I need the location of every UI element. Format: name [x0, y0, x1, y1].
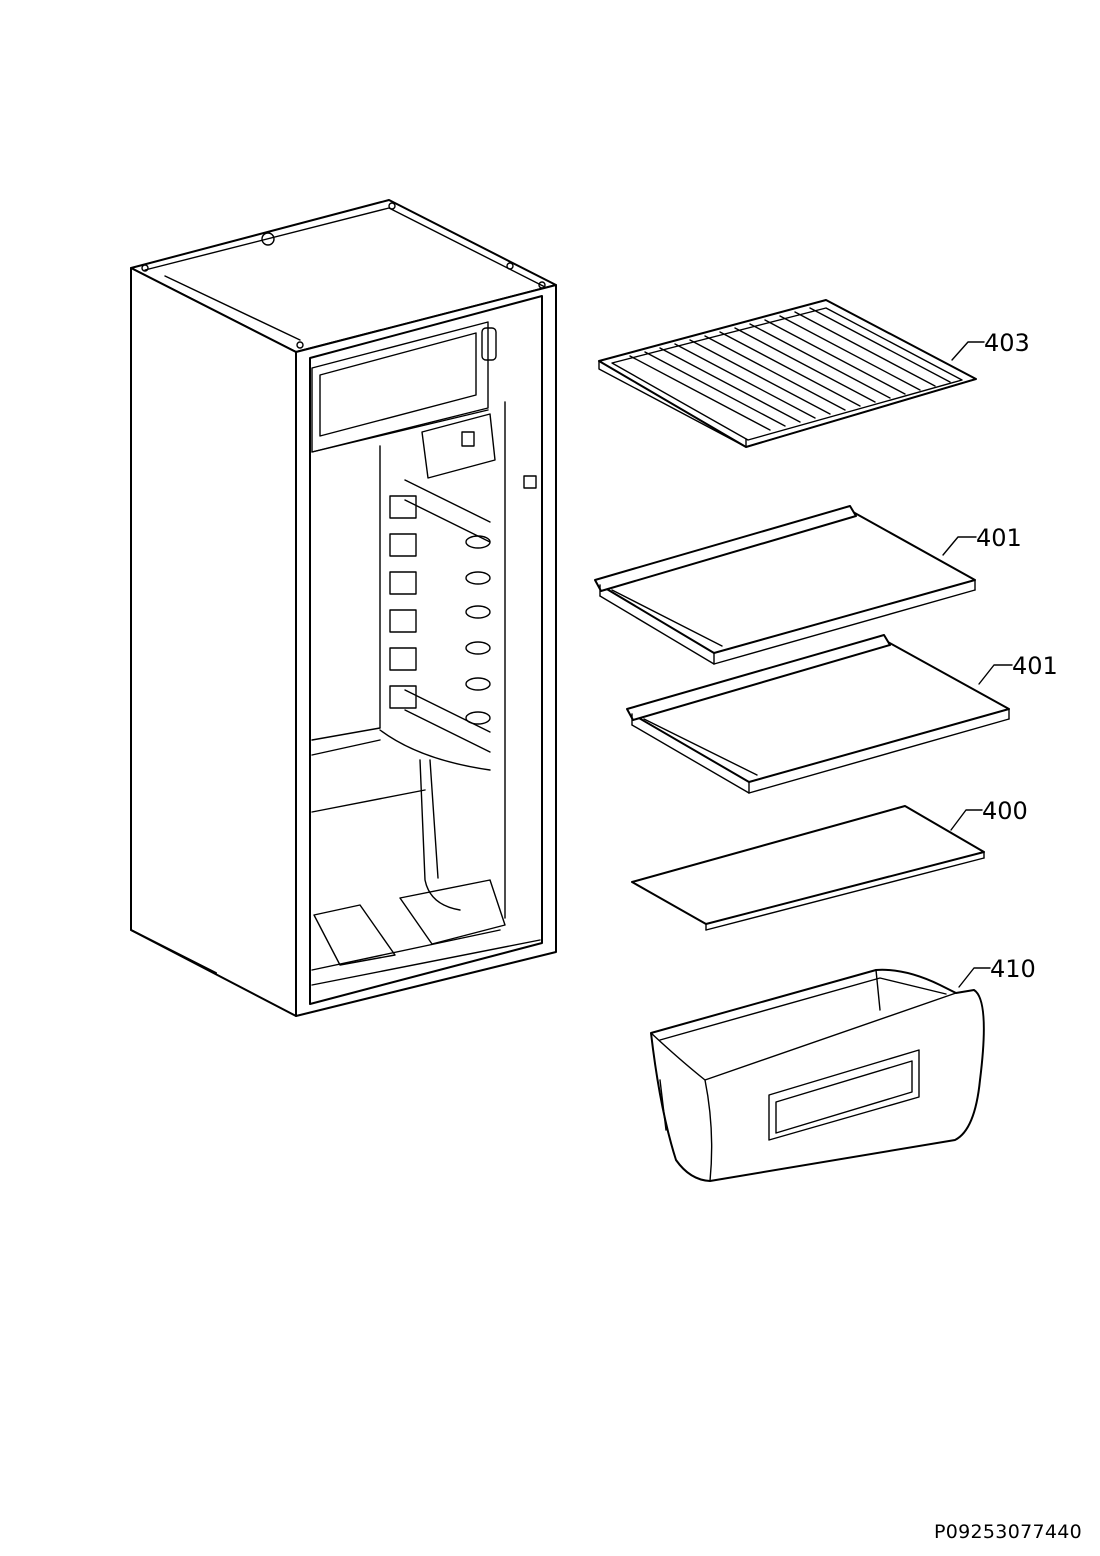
- glass-shelf-lower: [626, 634, 1010, 794]
- callout-403: 403: [951, 329, 1030, 361]
- callout-label: 401: [976, 524, 1022, 552]
- callout-label: 403: [984, 329, 1030, 357]
- wire-shelf-rods: [629, 307, 951, 431]
- callout-label: 410: [990, 955, 1036, 983]
- callout-400: 400: [950, 797, 1028, 831]
- callout-401-upper: 401: [942, 524, 1022, 556]
- wire-shelf: [598, 299, 977, 448]
- crisper-drawer: [650, 968, 985, 1182]
- document-code: P09253077440: [934, 1521, 1083, 1543]
- rear-wall-support-lugs: [465, 535, 491, 725]
- glass-shelf-upper: [594, 505, 976, 665]
- crisper-cover: [631, 805, 985, 931]
- callout-label: 401: [1012, 652, 1058, 680]
- callout-label: 400: [982, 797, 1028, 825]
- callout-401-lower: 401: [978, 652, 1058, 685]
- callout-410: 410: [958, 955, 1036, 988]
- shelf-support-brackets: [389, 495, 417, 709]
- refrigerator-cabinet: [130, 199, 557, 1017]
